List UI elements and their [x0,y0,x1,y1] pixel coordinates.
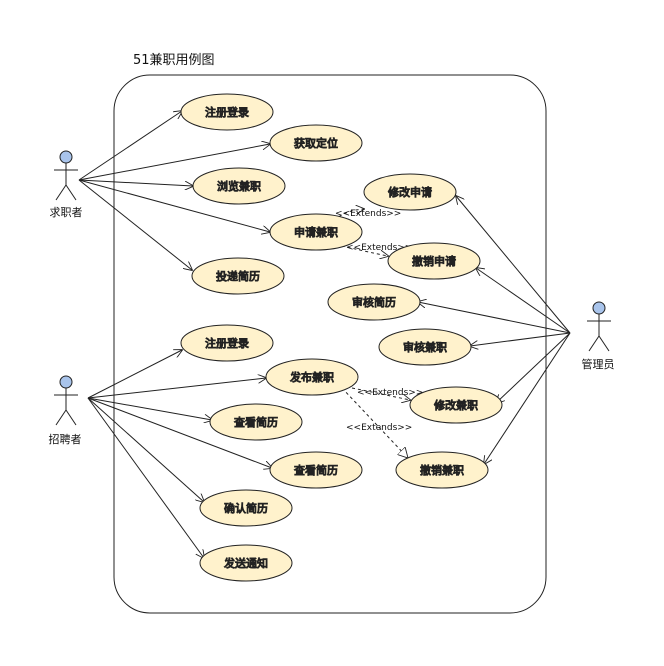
usecase-label: 投递简历 [216,269,260,283]
jobseeker-associations [78,111,270,270]
actor-recruiter[interactable]: 招聘者 [49,375,82,446]
usecase-label: 修改兼职 [434,398,478,412]
actor-jobseeker[interactable]: 求职者 [50,150,83,219]
usecase-label: 审核简历 [352,295,396,309]
usecase-label: 发布兼职 [290,370,334,384]
usecase-register-seeker[interactable]: 注册登录 [180,93,274,131]
usecase-label: 发送通知 [224,556,268,570]
recruiter-associations [87,350,272,558]
usecase-view-resume-1[interactable]: 查看简历 [209,403,303,441]
actor-admin[interactable]: 管理员 [582,301,615,371]
usecase-label: 确认简历 [224,501,268,515]
actor-head-icon [59,150,73,164]
usecase-label: 查看简历 [294,463,338,477]
usecase-label: 审核兼职 [403,340,447,354]
usecase-browse-jobs[interactable]: 浏览兼职 [192,167,286,205]
usecase-cancel-job[interactable]: 撤销兼职 [395,451,489,489]
usecase-submit-resume[interactable]: 投递简历 [191,257,285,295]
actor-label: 管理员 [582,357,615,371]
usecase-label: 申请兼职 [294,226,338,239]
diagram-title: 51兼职用例图 [133,53,215,68]
usecase-get-location[interactable]: 获取定位 [269,124,363,162]
usecase-modify-job[interactable]: 修改兼职 [409,386,503,424]
extends-label-modify-job: <<Extends>> [357,388,423,398]
usecase-cancel-application[interactable]: 撤销申请 [387,242,481,280]
usecase-label: 注册登录 [205,105,249,119]
usecase-label: 获取定位 [294,136,338,150]
usecase-review-resume[interactable]: 审核简历 [327,283,421,321]
actor-label: 招聘者 [49,432,82,446]
usecase-label: 浏览兼职 [217,179,261,193]
usecase-confirm-resume[interactable]: 确认简历 [199,489,293,527]
usecase-label: 撤销兼职 [420,463,464,477]
usecase-register-recruiter[interactable]: 注册登录 [180,324,274,362]
actor-head-icon [59,375,73,389]
actor-label: 求职者 [50,206,83,219]
extends-label-cancel-application: <<Extends>> [346,243,412,253]
usecase-view-resume-2[interactable]: 查看简历 [269,451,363,489]
admin-associations [418,196,571,464]
usecase-apply-job[interactable]: 申请兼职 [269,213,363,251]
usecase-publish-job[interactable]: 发布兼职 [265,358,359,396]
extends-label-modify-application: <<Extends>> [335,209,401,219]
usecase-review-job[interactable]: 审核兼职 [378,328,472,366]
usecase-modify-application[interactable]: 修改申请 [363,173,457,211]
usecase-label: 撤销申请 [412,254,456,268]
system-boundary [113,74,547,614]
usecase-label: 修改申请 [388,185,432,199]
usecase-label: 注册登录 [205,336,249,350]
extends-label-cancel-job: <<Extends>> [346,423,412,433]
actor-head-icon [592,301,606,315]
usecase-send-notice[interactable]: 发送通知 [199,544,293,582]
usecase-label: 查看简历 [234,415,278,429]
